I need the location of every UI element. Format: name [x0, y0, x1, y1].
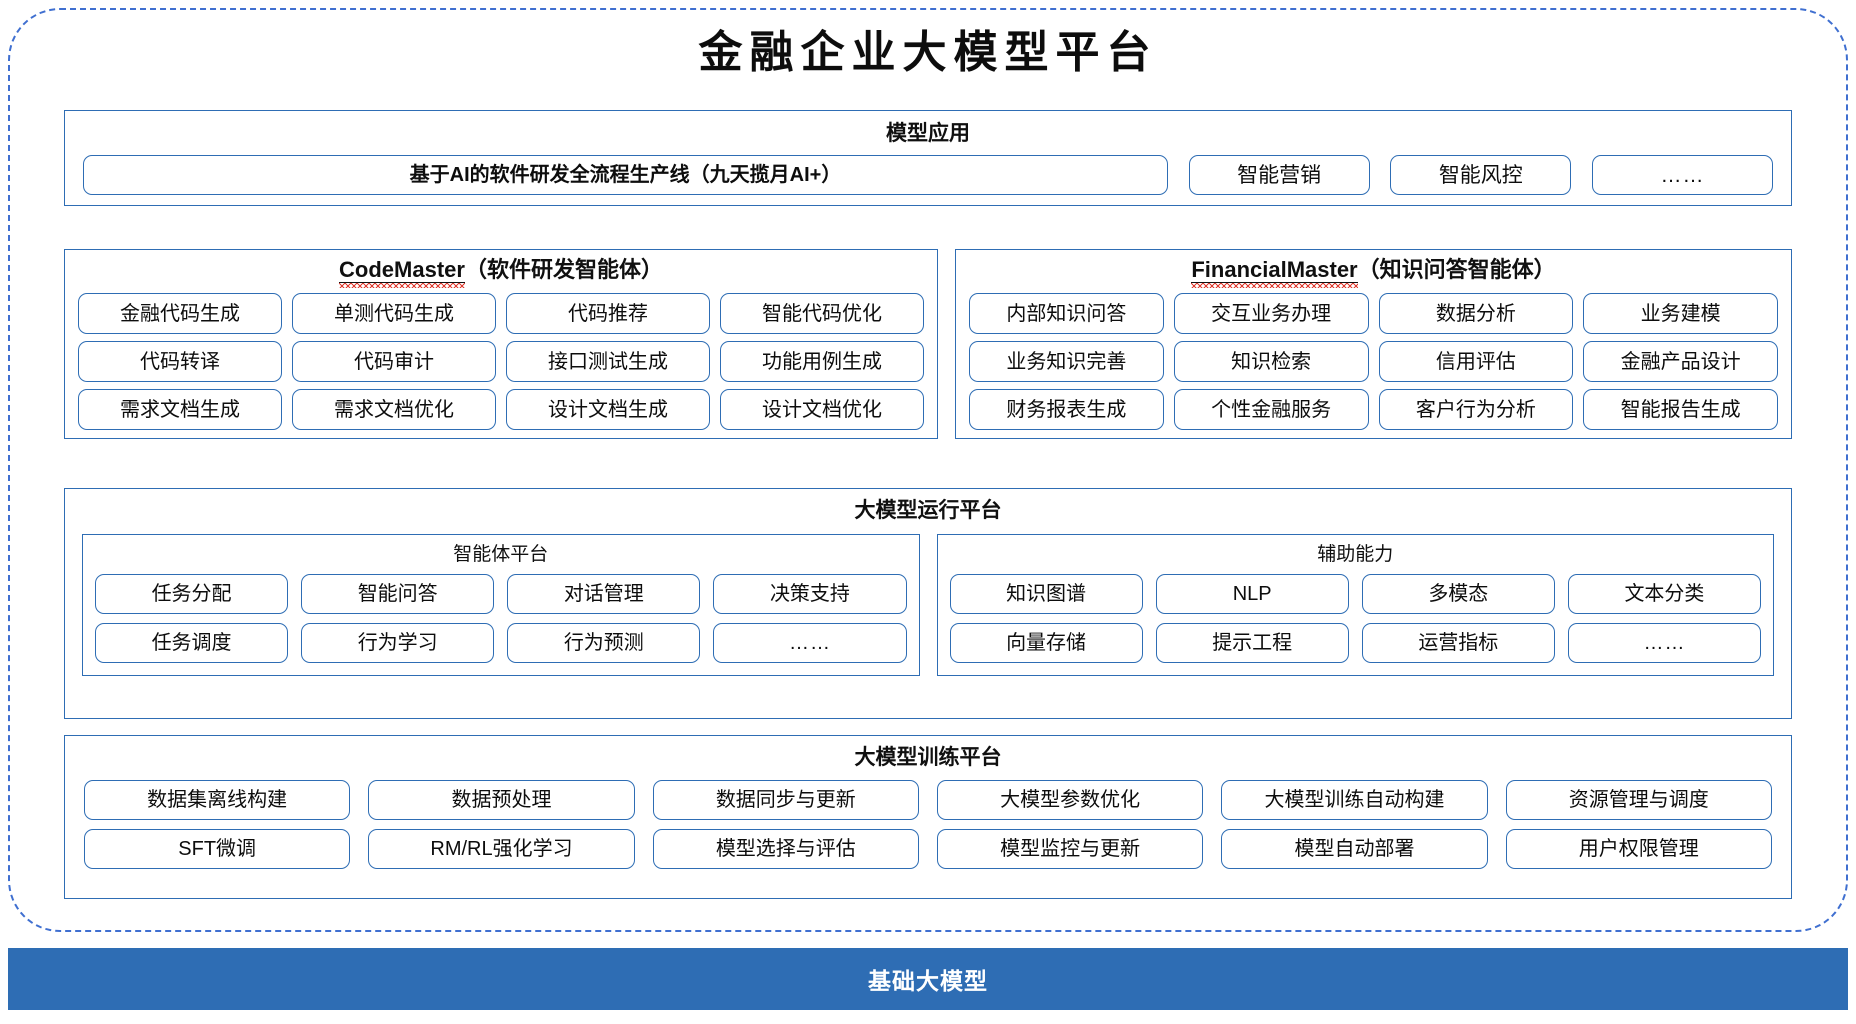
chip-finance-code-generation[interactable]: 金融代码生成 [78, 293, 282, 334]
chip-more-ellipsis[interactable]: …… [1591, 155, 1773, 195]
chip-multimodal[interactable]: 多模态 [1361, 574, 1555, 614]
chip-smart-qa[interactable]: 智能问答 [301, 574, 495, 614]
chip-financial-statement-generation[interactable]: 财务报表生成 [969, 389, 1164, 430]
chip-interface-test-generation[interactable]: 接口测试生成 [506, 341, 710, 382]
section-title-runtime-platform: 大模型运行平台 [854, 499, 1002, 522]
training-row-2: SFT微调 RM/RL强化学习 模型选择与评估 模型监控与更新 模型自动部署 用… [84, 829, 1772, 869]
codemaster-row-1: 金融代码生成 单测代码生成 代码推荐 智能代码优化 [78, 293, 924, 334]
chip-business-modeling[interactable]: 业务建模 [1583, 293, 1778, 334]
chip-code-translation[interactable]: 代码转译 [78, 341, 282, 382]
chip-model-selection-and-evaluation[interactable]: 模型选择与评估 [652, 829, 919, 869]
chip-smart-marketing[interactable]: 智能营销 [1188, 155, 1370, 195]
subsection-auxiliary-capability: 辅助能力 知识图谱 NLP 多模态 文本分类 向量存储 提示工程 运营指标 …… [936, 534, 1774, 676]
chip-prompt-engineering[interactable]: 提示工程 [1155, 623, 1349, 663]
chip-task-scheduling[interactable]: 任务调度 [95, 623, 289, 663]
runtime-columns: 智能体平台 任务分配 智能问答 对话管理 决策支持 任务调度 行为学习 行为预测… [82, 534, 1774, 676]
chip-smart-code-optimization[interactable]: 智能代码优化 [720, 293, 924, 334]
codemaster-name-en: CodeMaster [339, 257, 465, 288]
chip-text-classification[interactable]: 文本分类 [1567, 574, 1761, 614]
chip-data-preprocessing[interactable]: 数据预处理 [368, 780, 635, 820]
agent-platform-row-1: 任务分配 智能问答 对话管理 决策支持 [95, 574, 907, 614]
section-title-financialmaster: FinancialMaster（知识问答智能体） [956, 257, 1791, 288]
chip-model-monitoring-and-update[interactable]: 模型监控与更新 [936, 829, 1204, 869]
financialmaster-row-1: 内部知识问答 交互业务办理 数据分析 业务建模 [969, 293, 1778, 334]
chip-functional-case-generation[interactable]: 功能用例生成 [720, 341, 924, 382]
chip-smart-risk-control[interactable]: 智能风控 [1390, 155, 1572, 195]
chip-data-sync-and-update[interactable]: 数据同步与更新 [652, 780, 919, 820]
training-row-1: 数据集离线构建 数据预处理 数据同步与更新 大模型参数优化 大模型训练自动构建 … [84, 780, 1772, 820]
chip-code-audit[interactable]: 代码审计 [292, 341, 496, 382]
page-title: 金融企业大模型平台 [698, 27, 1158, 78]
chip-dialogue-management[interactable]: 对话管理 [507, 574, 701, 614]
chip-ai-software-pipeline[interactable]: 基于AI的软件研发全流程生产线（九天揽月AI+） [83, 155, 1168, 195]
subsection-title-auxiliary-capability: 辅助能力 [1317, 544, 1394, 565]
financialmaster-capability-grid: 内部知识问答 交互业务办理 数据分析 业务建模 业务知识完善 知识检索 信用评估… [969, 293, 1778, 430]
chip-smart-report-generation[interactable]: 智能报告生成 [1583, 389, 1778, 430]
chip-sft-finetuning[interactable]: SFT微调 [84, 829, 351, 869]
codemaster-capability-grid: 金融代码生成 单测代码生成 代码推荐 智能代码优化 代码转译 代码审计 接口测试… [78, 293, 924, 430]
chip-vector-storage[interactable]: 向量存储 [949, 623, 1143, 663]
agent-platform-grid: 任务分配 智能问答 对话管理 决策支持 任务调度 行为学习 行为预测 …… [95, 574, 907, 663]
subsection-title-agent-platform: 智能体平台 [453, 544, 549, 565]
chip-decision-support[interactable]: 决策支持 [713, 574, 907, 614]
section-title-training-platform: 大模型训练平台 [854, 746, 1002, 769]
codemaster-row-2: 代码转译 代码审计 接口测试生成 功能用例生成 [78, 341, 924, 382]
chip-unit-test-code-generation[interactable]: 单测代码生成 [292, 293, 496, 334]
financialmaster-name-cn: （知识问答智能体） [1357, 257, 1556, 282]
chip-knowledge-graph[interactable]: 知识图谱 [949, 574, 1143, 614]
codemaster-row-3: 需求文档生成 需求文档优化 设计文档生成 设计文档优化 [78, 389, 924, 430]
section-training-platform: 大模型训练平台 数据集离线构建 数据预处理 数据同步与更新 大模型参数优化 大模… [64, 735, 1792, 899]
auxiliary-capability-grid: 知识图谱 NLP 多模态 文本分类 向量存储 提示工程 运营指标 …… [949, 574, 1761, 663]
chip-task-assignment[interactable]: 任务分配 [95, 574, 289, 614]
chip-model-parameter-optimization[interactable]: 大模型参数优化 [936, 780, 1204, 820]
model-application-chip-row: 基于AI的软件研发全流程生产线（九天揽月AI+） 智能营销 智能风控 …… [83, 155, 1773, 195]
chip-requirement-doc-optimization[interactable]: 需求文档优化 [292, 389, 496, 430]
base-model-label: 基础大模型 [868, 968, 988, 994]
financialmaster-name-en: FinancialMaster [1191, 257, 1358, 288]
chip-customer-behavior-analysis[interactable]: 客户行为分析 [1378, 389, 1574, 430]
chip-dataset-offline-construction[interactable]: 数据集离线构建 [84, 780, 351, 820]
auxiliary-row-1: 知识图谱 NLP 多模态 文本分类 [949, 574, 1761, 614]
chip-user-permission-management[interactable]: 用户权限管理 [1505, 829, 1772, 869]
chip-design-doc-optimization[interactable]: 设计文档优化 [720, 389, 924, 430]
chip-design-doc-generation[interactable]: 设计文档生成 [506, 389, 710, 430]
agent-platform-row-2: 任务调度 行为学习 行为预测 …… [95, 623, 907, 663]
chip-operation-metrics[interactable]: 运营指标 [1361, 623, 1555, 663]
codemaster-name-cn: （软件研发智能体） [464, 257, 663, 282]
chip-model-training-auto-construction[interactable]: 大模型训练自动构建 [1221, 780, 1488, 820]
chip-behavior-prediction[interactable]: 行为预测 [507, 623, 701, 663]
chip-nlp[interactable]: NLP [1155, 574, 1349, 614]
auxiliary-row-2: 向量存储 提示工程 运营指标 …… [949, 623, 1761, 663]
outer-dashed-frame [8, 8, 1848, 932]
section-title-model-application: 模型应用 [886, 122, 970, 145]
chip-rm-rl-reinforcement-learning[interactable]: RM/RL强化学习 [368, 829, 635, 869]
chip-model-auto-deployment[interactable]: 模型自动部署 [1221, 829, 1488, 869]
chip-requirement-doc-generation[interactable]: 需求文档生成 [78, 389, 282, 430]
financialmaster-row-2: 业务知识完善 知识检索 信用评估 金融产品设计 [969, 341, 1778, 382]
chip-auxiliary-ellipsis[interactable]: …… [1567, 623, 1761, 663]
section-financialmaster: FinancialMaster（知识问答智能体） 内部知识问答 交互业务办理 数… [955, 249, 1792, 439]
section-runtime-platform: 大模型运行平台 智能体平台 任务分配 智能问答 对话管理 决策支持 任务调度 行… [64, 488, 1792, 719]
chip-internal-knowledge-qa[interactable]: 内部知识问答 [969, 293, 1164, 334]
base-model-bar: 基础大模型 [8, 948, 1848, 1010]
chip-resource-management-and-scheduling[interactable]: 资源管理与调度 [1505, 780, 1772, 820]
section-title-codemaster: CodeMaster（软件研发智能体） [65, 257, 937, 288]
section-codemaster: CodeMaster（软件研发智能体） 金融代码生成 单测代码生成 代码推荐 智… [64, 249, 938, 439]
chip-behavior-learning[interactable]: 行为学习 [301, 623, 495, 663]
chip-data-analysis[interactable]: 数据分析 [1378, 293, 1574, 334]
chip-financial-product-design[interactable]: 金融产品设计 [1583, 341, 1778, 382]
training-platform-grid: 数据集离线构建 数据预处理 数据同步与更新 大模型参数优化 大模型训练自动构建 … [84, 780, 1772, 869]
chip-credit-evaluation[interactable]: 信用评估 [1378, 341, 1574, 382]
chip-agent-platform-ellipsis[interactable]: …… [713, 623, 907, 663]
chip-knowledge-retrieval[interactable]: 知识检索 [1173, 341, 1369, 382]
chip-business-knowledge-improvement[interactable]: 业务知识完善 [969, 341, 1164, 382]
subsection-agent-platform: 智能体平台 任务分配 智能问答 对话管理 决策支持 任务调度 行为学习 行为预测… [82, 534, 920, 676]
chip-interactive-business-handling[interactable]: 交互业务办理 [1173, 293, 1369, 334]
financialmaster-row-3: 财务报表生成 个性金融服务 客户行为分析 智能报告生成 [969, 389, 1778, 430]
chip-personalized-financial-service[interactable]: 个性金融服务 [1173, 389, 1369, 430]
section-model-application: 模型应用 基于AI的软件研发全流程生产线（九天揽月AI+） 智能营销 智能风控 … [64, 110, 1792, 206]
chip-code-recommendation[interactable]: 代码推荐 [506, 293, 710, 334]
